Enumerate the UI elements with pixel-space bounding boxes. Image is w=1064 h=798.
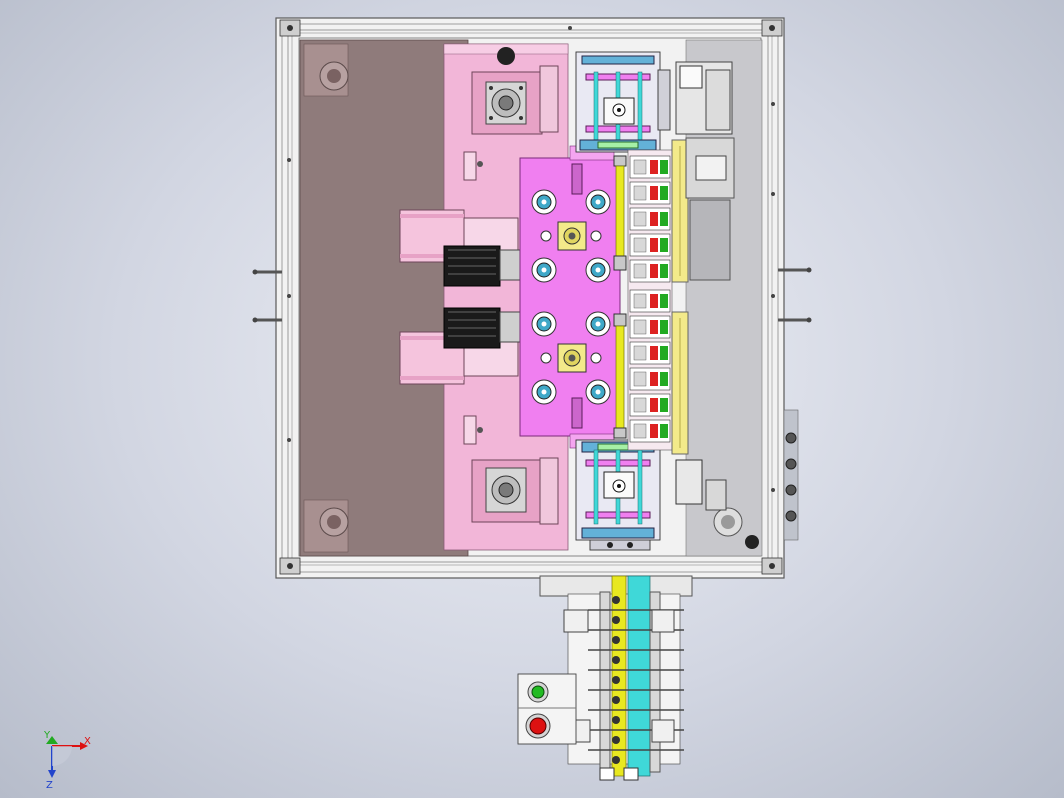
- triad-z-label: Z: [46, 780, 53, 791]
- clamp-unit: [629, 367, 671, 391]
- clamp-unit: [629, 259, 671, 283]
- clamp-unit: [629, 155, 671, 179]
- stop-button[interactable]: [525, 713, 551, 739]
- center-bushing: [540, 221, 602, 373]
- fitting-column: [783, 409, 799, 541]
- clamp-unit: [629, 341, 671, 365]
- clamp-unit: [629, 289, 671, 313]
- feeder-rungs: [563, 596, 684, 781]
- clamp-unit: [629, 233, 671, 257]
- bottom-carriage: [575, 439, 661, 551]
- top-carriage: [575, 51, 671, 153]
- jig-holder: [531, 189, 611, 405]
- clamp-unit: [629, 207, 671, 231]
- drive-shaft: [613, 155, 627, 439]
- triad-x-label: X: [84, 736, 91, 747]
- clamp-station-column: [627, 149, 673, 451]
- clamp-unit: [629, 419, 671, 443]
- clamp-unit: [629, 181, 671, 205]
- triad-y-label: Y: [43, 730, 51, 741]
- coordinate-triad: X Y Z: [43, 730, 91, 791]
- start-button[interactable]: [527, 681, 549, 703]
- cylinder-upper: [399, 209, 523, 287]
- side-actuator: [675, 61, 735, 511]
- cylinder-lower: [399, 307, 523, 385]
- clamp-unit: [629, 393, 671, 417]
- motor-mount-plate: [443, 43, 569, 551]
- clamp-unit: [629, 315, 671, 339]
- index-plate: [519, 145, 621, 449]
- guide-bracket: [671, 139, 689, 455]
